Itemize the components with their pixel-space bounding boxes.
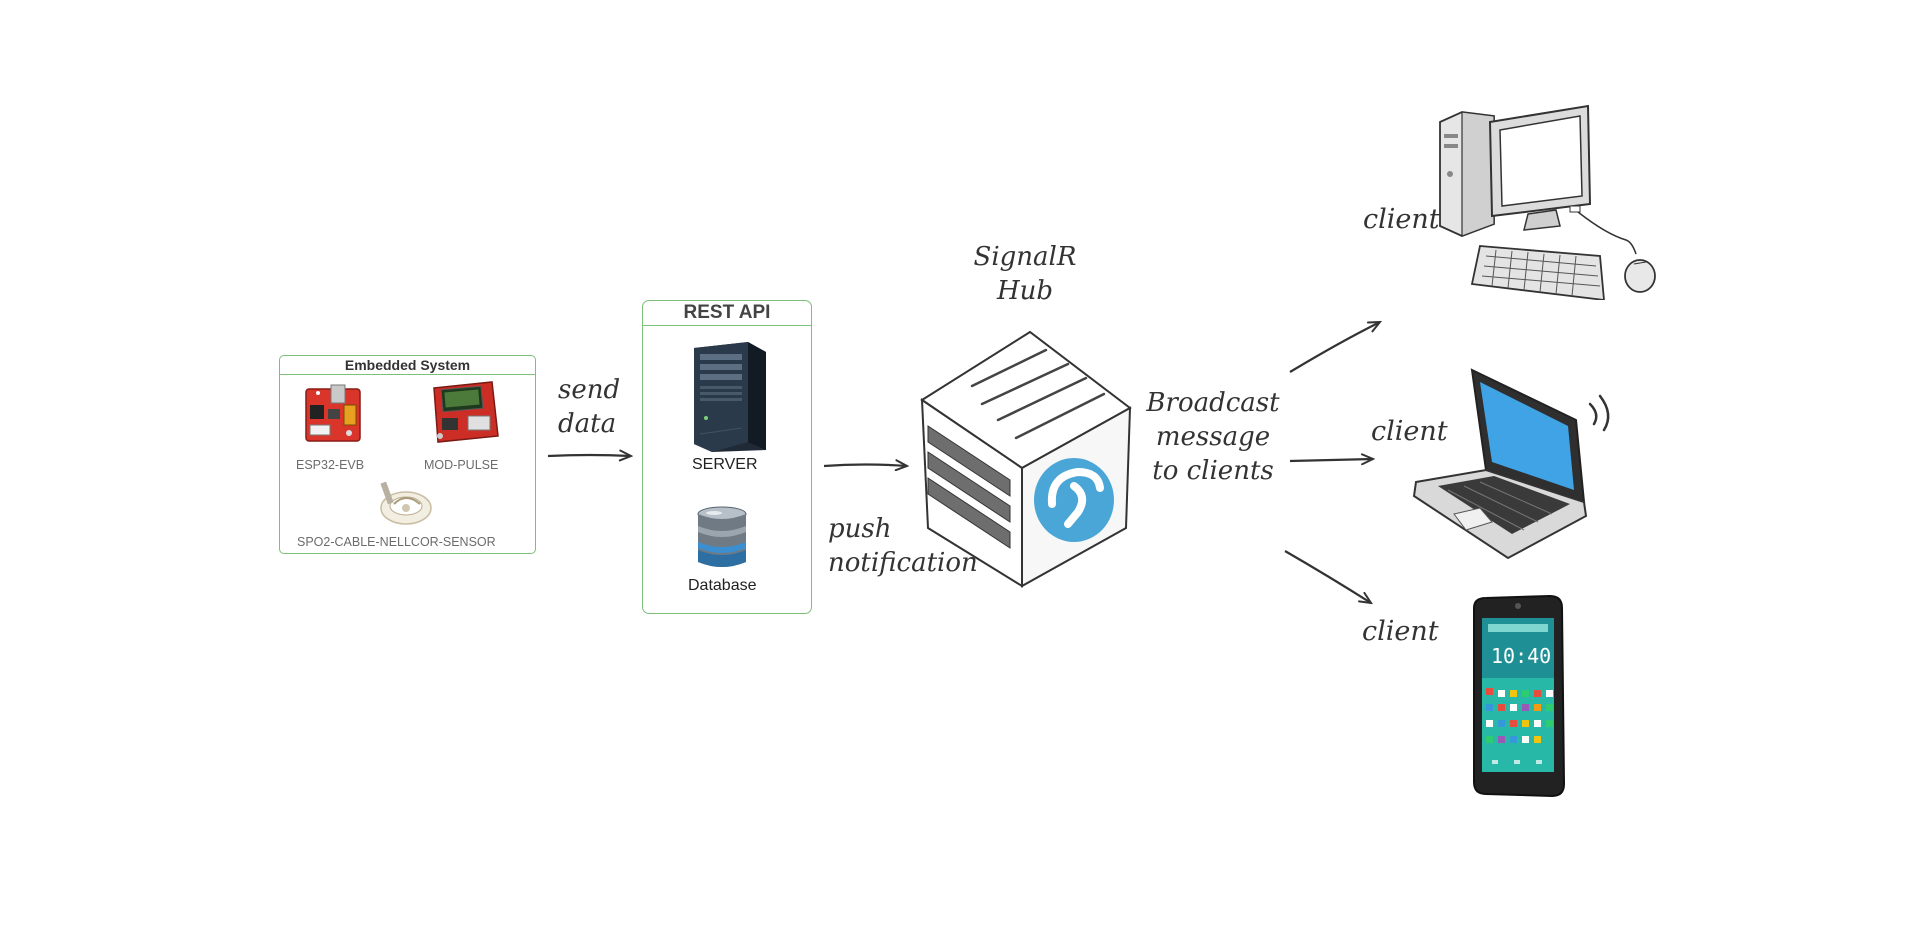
embedded-system-title: Embedded System [280, 356, 535, 375]
mod-pulse-label: MOD-PULSE [424, 458, 499, 472]
desktop-client-label: client [1363, 204, 1440, 235]
broadcast-line2: message [1155, 422, 1271, 452]
broadcast-arrow-desktop [1289, 322, 1380, 373]
smartphone-icon [1473, 594, 1566, 798]
push-notification-line2: notification [828, 548, 978, 578]
send-data-line1: send [558, 375, 621, 405]
desktop-computer-icon [1439, 104, 1656, 300]
rest-api-title: REST API [643, 301, 811, 326]
push-notification-line1: push [828, 514, 892, 544]
send-data-line2: data [558, 409, 617, 439]
push-notification-arrow [823, 465, 907, 467]
database-label: Database [688, 577, 757, 594]
phone-client-label: client [1362, 616, 1439, 647]
laptop-icon [1412, 368, 1610, 560]
broadcast-line3: to clients [1152, 456, 1274, 486]
esp32-board-image [305, 384, 361, 442]
phone-clock: 10:40 [1491, 644, 1552, 668]
spo2-sensor-label: SPO2-CABLE-NELLCOR-SENSOR [297, 535, 496, 549]
send-data-arrow [547, 455, 631, 456]
broadcast-label: Broadcast message to clients [1138, 386, 1288, 488]
push-notification-label: push notification [828, 512, 978, 580]
broadcast-arrow-laptop [1289, 459, 1373, 461]
signalr-hub-line1: SignalR [973, 242, 1077, 272]
laptop-client-label: client [1371, 416, 1448, 447]
database-icon [697, 506, 747, 567]
signalr-hub-label: SignalR Hub [950, 240, 1100, 308]
server-label: SERVER [692, 456, 758, 473]
mod-pulse-board-image [433, 381, 499, 443]
send-data-label: send data [558, 373, 620, 441]
broadcast-arrow-phone [1284, 550, 1371, 603]
signalr-hub-line2: Hub [996, 276, 1054, 306]
server-icon [694, 342, 766, 452]
spo2-sensor-image [380, 481, 432, 525]
esp32-label: ESP32-EVB [296, 458, 365, 472]
broadcast-line1: Broadcast [1146, 388, 1280, 418]
signalr-hub-cube [920, 330, 1132, 588]
